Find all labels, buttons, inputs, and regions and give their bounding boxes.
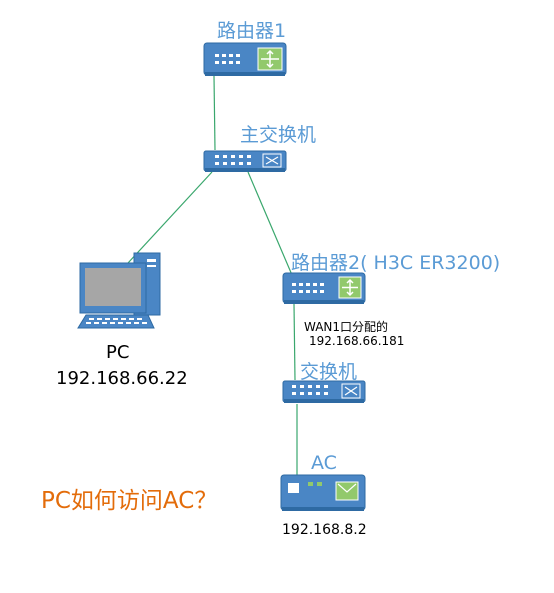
link-mainswitch-pc (127, 171, 213, 264)
pc-ip: 192.168.66.22 (56, 368, 188, 389)
access-controller-icon (280, 474, 366, 511)
router-icon (203, 42, 287, 76)
main-switch-label: 主交换机 (240, 124, 317, 146)
link-router1-mainswitch (213, 75, 216, 151)
router2-wan-note: WAN1口分配的 (304, 320, 389, 334)
link-mainswitch-router2 (247, 171, 293, 276)
router-icon (282, 272, 366, 304)
ac-label: AC (311, 452, 337, 474)
switch-icon (282, 380, 366, 403)
link-router2-switch2 (293, 303, 296, 381)
question-text: PC如何访问AC？ (41, 488, 218, 514)
pc-label: PC (106, 342, 130, 363)
switch-icon (203, 150, 287, 172)
router2-wan-ip: 192.168.66.181 (309, 334, 405, 348)
router1-label: 路由器1 (217, 20, 287, 42)
router2-label: 路由器2( H3C ER3200) (291, 252, 501, 274)
desktop-computer-icon (77, 252, 161, 329)
ac-ip: 192.168.8.2 (282, 522, 367, 538)
switch2-label: 交换机 (300, 361, 358, 383)
